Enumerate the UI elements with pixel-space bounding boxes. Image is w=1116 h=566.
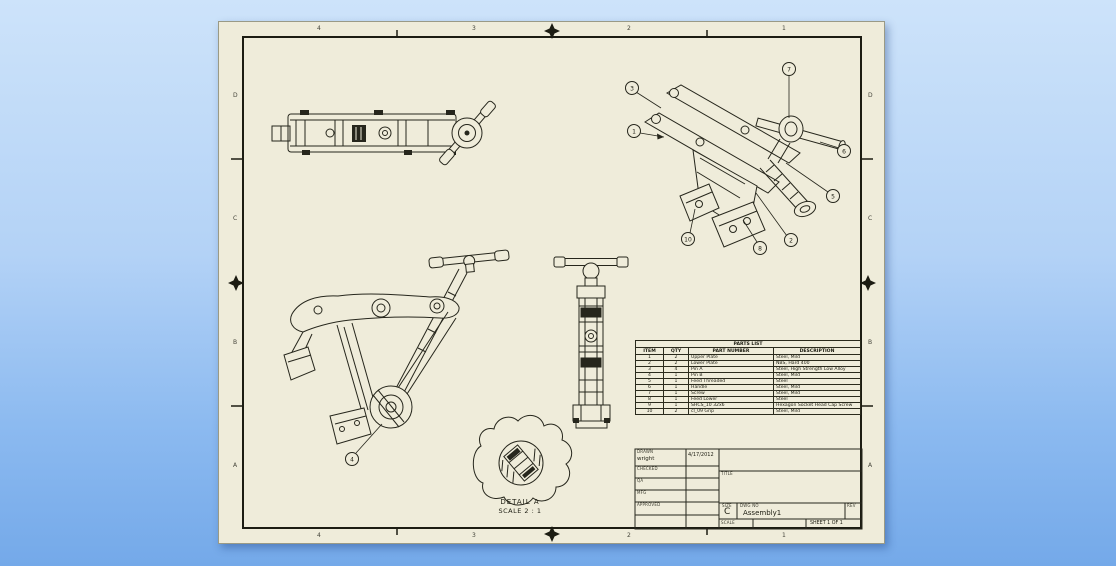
size-value: C <box>724 507 731 517</box>
rev-label: REV <box>847 503 856 508</box>
sheet-of-value: SHEET 1 OF 1 <box>810 521 843 526</box>
zone-letter: D <box>233 92 238 99</box>
size-label: SIZE <box>722 503 732 508</box>
zone-letter: B <box>868 339 873 346</box>
dwg-no-value: Assembly1 <box>743 509 782 517</box>
scale-label: SCALE <box>721 520 735 525</box>
zone-letter: C <box>868 215 873 222</box>
zone-letter: D <box>868 92 873 99</box>
zone-letter: C <box>233 215 238 222</box>
drawn-by-value: wright <box>637 456 655 462</box>
zone-number: 4 <box>317 25 321 32</box>
zone-letter: A <box>868 462 873 469</box>
checked-label: CHECKED <box>637 466 658 471</box>
zone-letter: B <box>233 339 238 346</box>
approved-label: APPROVED <box>637 502 661 507</box>
col-header-qty: QTY <box>663 347 689 355</box>
col-header-part: PART NUMBER <box>688 347 774 355</box>
parts-list-table: PARTS LIST ITEM QTY PART NUMBER DESCRIPT… <box>634 340 862 415</box>
zone-number: 2 <box>627 25 631 32</box>
zone-number: 3 <box>472 25 476 32</box>
detail-a-label: DETAIL A <box>500 498 540 506</box>
zone-number: 3 <box>472 532 476 539</box>
col-header-item: ITEM <box>635 347 664 355</box>
zone-letter: A <box>233 462 238 469</box>
parts-list-title: PARTS LIST <box>634 340 862 348</box>
col-header-desc: DESCRIPTION <box>772 347 862 355</box>
qa-label: QA <box>637 478 644 483</box>
mfg-label: MFG <box>637 490 647 495</box>
zone-number: 4 <box>317 532 321 539</box>
drawn-label: DRAWN <box>637 449 654 454</box>
drawing-frame <box>242 36 862 529</box>
title-label: TITLE <box>721 471 733 476</box>
detail-a-scale: SCALE 2 : 1 <box>498 507 542 515</box>
zone-number: 1 <box>782 532 786 539</box>
zone-number: 2 <box>627 532 631 539</box>
zone-number: 1 <box>782 25 786 32</box>
dwg-no-label: DWG NO <box>740 503 759 508</box>
drawn-date-value: 4/17/2012 <box>688 452 714 458</box>
